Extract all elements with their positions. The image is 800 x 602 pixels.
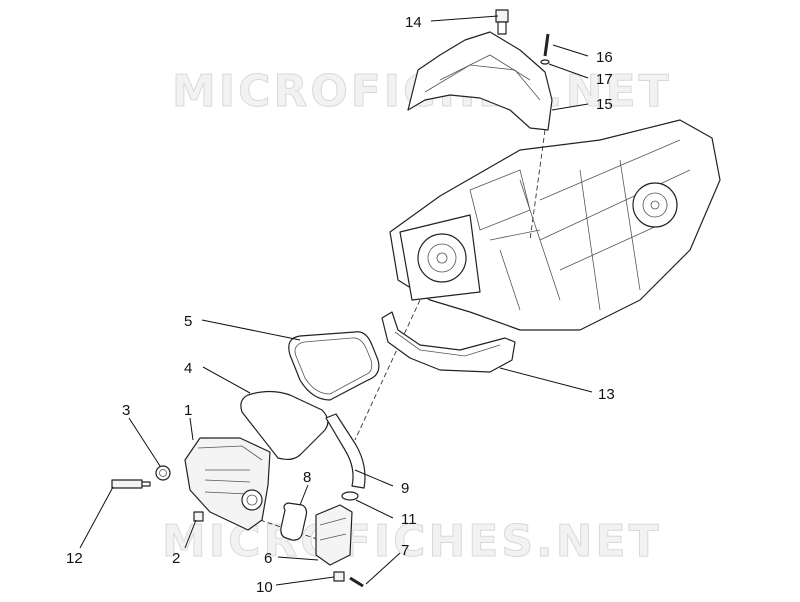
- callout-8: 8: [303, 469, 311, 486]
- screw: [543, 33, 550, 57]
- assembly-line-top: [529, 129, 546, 241]
- clamp: [341, 491, 359, 501]
- leader-line-9: [354, 469, 394, 487]
- leader-line-16: [552, 44, 589, 57]
- leader-line-7: [365, 552, 401, 585]
- leader-line-4: [202, 366, 251, 394]
- small-bolt: [333, 571, 345, 582]
- washer: [540, 59, 550, 65]
- screw-bottom: [349, 576, 364, 588]
- callout-11: 11: [401, 511, 417, 528]
- upper-cover: [407, 31, 553, 131]
- lower-cover: [381, 311, 516, 373]
- leader-line-11: [355, 499, 394, 519]
- leader-line-8: [299, 484, 309, 506]
- engine-crankcase: [389, 119, 721, 331]
- callout-5: 5: [184, 313, 192, 330]
- assembly-line-bottom: [259, 519, 321, 541]
- seal-ring: [155, 465, 171, 481]
- hose: [325, 413, 366, 489]
- bolt: [193, 511, 204, 522]
- assembly-line-middle: [354, 299, 421, 441]
- callout-4: 4: [184, 360, 192, 377]
- callout-15: 15: [596, 96, 613, 113]
- callout-2: 2: [172, 550, 180, 567]
- leader-line-1: [189, 417, 194, 441]
- leader-line-2: [184, 519, 197, 549]
- callout-10: 10: [256, 579, 273, 596]
- callout-3: 3: [122, 402, 130, 419]
- callout-6: 6: [264, 550, 272, 567]
- valve-housing: [315, 504, 353, 566]
- leader-line-12: [79, 486, 114, 549]
- leader-line-13: [499, 367, 593, 393]
- callout-labels: 14 16 17 15 5 4 13 3 1 9 8 11 12 2 6 7 1…: [66, 14, 615, 596]
- callout-13: 13: [598, 386, 615, 403]
- leader-line-6: [277, 556, 319, 561]
- gasket-second: [240, 390, 329, 461]
- callout-12: 12: [66, 550, 83, 567]
- cylinder-head-cover: [184, 437, 271, 531]
- callout-17: 17: [596, 71, 613, 88]
- callout-16: 16: [596, 49, 613, 66]
- leader-line-17: [548, 63, 589, 79]
- leader-line-5: [201, 319, 301, 341]
- leader-line-3: [128, 417, 161, 467]
- spark-plug: [111, 479, 151, 489]
- leader-line-15: [551, 103, 589, 111]
- leader-line-14: [430, 15, 499, 22]
- callout-1: 1: [184, 402, 192, 419]
- leader-lines: [79, 15, 593, 586]
- leader-line-10: [275, 576, 335, 586]
- o-ring: [280, 502, 308, 541]
- callout-14: 14: [405, 14, 422, 31]
- callout-7: 7: [401, 542, 409, 559]
- sensor: [495, 9, 509, 35]
- callout-9: 9: [401, 480, 409, 497]
- gasket: [288, 331, 380, 401]
